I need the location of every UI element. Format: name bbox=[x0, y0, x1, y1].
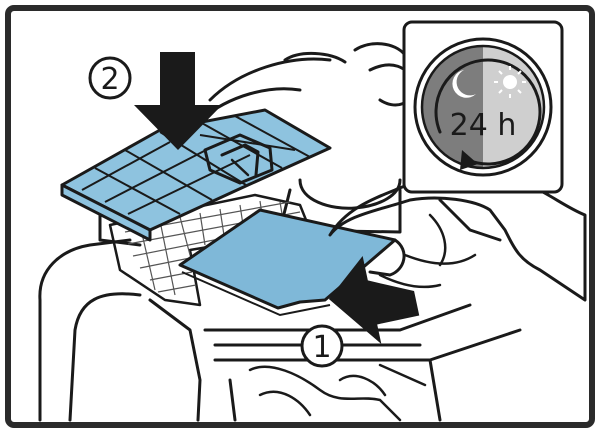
arrow-left-icon bbox=[328, 255, 420, 345]
badge-dark-half bbox=[422, 46, 483, 168]
hand bbox=[328, 176, 587, 302]
filter-cover[interactable] bbox=[60, 108, 332, 242]
timer-badge: 24 h bbox=[402, 20, 564, 194]
appliance-body bbox=[38, 42, 522, 422]
step-number-1: 1 bbox=[312, 330, 331, 365]
arrow-down-icon bbox=[134, 52, 222, 150]
step-callout-2: 2 bbox=[88, 56, 132, 100]
badge-light-half bbox=[483, 46, 544, 168]
step-callout-1: 1 bbox=[300, 324, 344, 368]
step-number-2: 2 bbox=[100, 62, 119, 97]
moon-icon bbox=[452, 70, 476, 98]
sun-icon bbox=[494, 66, 526, 98]
timer-label: 24 h bbox=[450, 108, 517, 143]
